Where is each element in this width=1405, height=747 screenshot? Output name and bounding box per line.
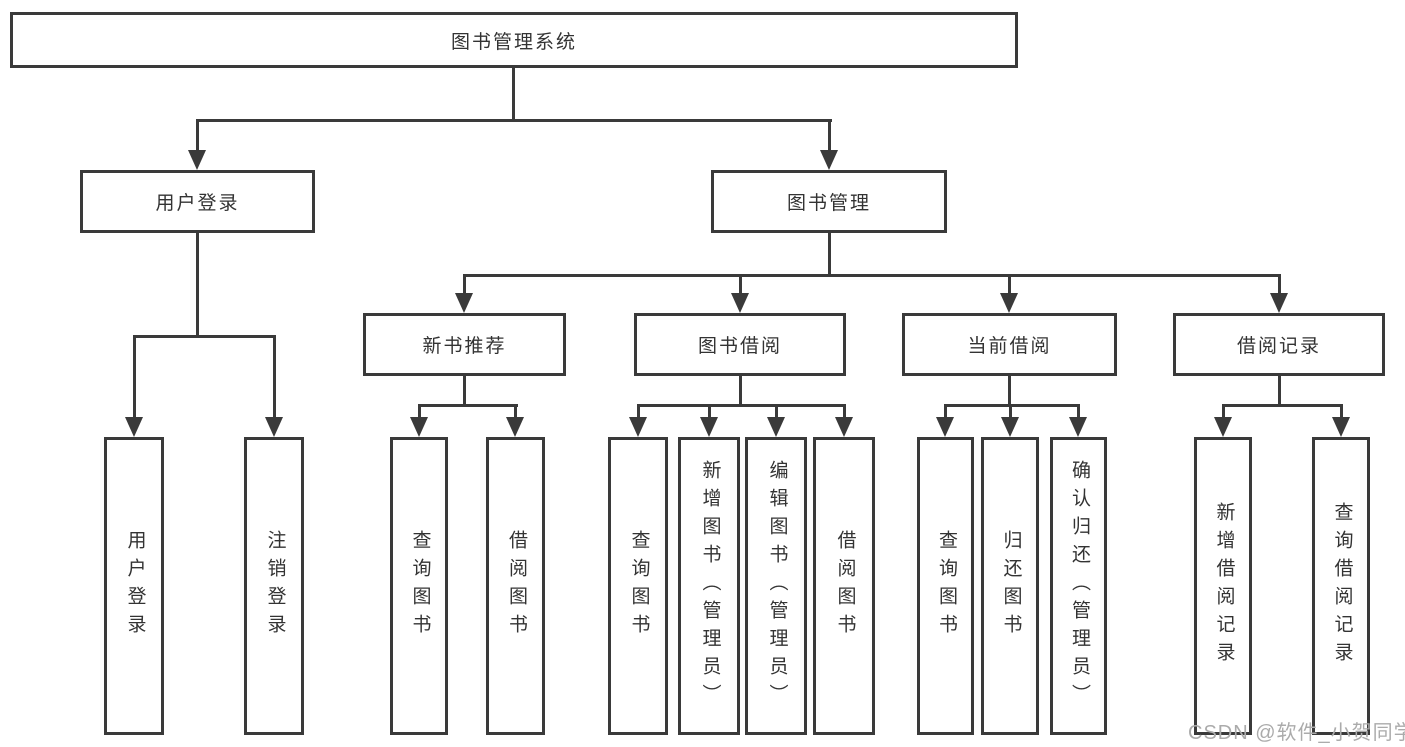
leaf-return-books-label: 归还图书: [1000, 530, 1022, 642]
leaf-query-books-borrowing-label: 查询图书: [628, 530, 650, 642]
leaf-query-books-current: 查询图书: [917, 437, 974, 735]
connector-line: [944, 404, 1080, 407]
leaf-query-borrow-record-label: 查询借阅记录: [1331, 502, 1353, 670]
arrowhead-down-icon: [700, 417, 718, 437]
node-new-book-recommend-label: 新书推荐: [422, 336, 507, 357]
connector-line: [512, 68, 515, 122]
connector-line: [463, 274, 1281, 277]
leaf-logout-label: 注销登录: [264, 530, 286, 642]
leaf-query-books-borrowing: 查询图书: [608, 437, 668, 735]
node-book-borrowing-label: 图书借阅: [697, 336, 782, 357]
arrowhead-down-icon: [455, 293, 473, 313]
connector-line: [514, 407, 517, 418]
leaf-query-books-current-label: 查询图书: [935, 530, 957, 642]
connector-line: [418, 404, 518, 407]
node-borrowing-records-label: 借阅记录: [1236, 336, 1321, 357]
leaf-query-borrow-record: 查询借阅记录: [1312, 437, 1370, 735]
arrowhead-down-icon: [1332, 417, 1350, 437]
connector-line: [273, 338, 276, 418]
node-user-login-label: 用户登录: [155, 193, 240, 214]
connector-line: [1340, 407, 1343, 418]
node-book-borrowing: 图书借阅: [634, 313, 846, 376]
arrowhead-down-icon: [1001, 417, 1019, 437]
leaf-edit-books-admin-label: 编辑图书（管理员）: [766, 460, 788, 712]
node-library-system: 图书管理系统: [10, 12, 1018, 68]
arrowhead-down-icon: [767, 417, 785, 437]
connector-line: [133, 335, 276, 338]
arrowhead-down-icon: [265, 417, 283, 437]
leaf-add-books-admin: 新增图书（管理员）: [678, 437, 740, 735]
connector-line: [1278, 376, 1281, 406]
arrowhead-down-icon: [1270, 293, 1288, 313]
leaf-query-books-recommend-label: 查询图书: [409, 530, 431, 642]
leaf-borrow-books-label: 借阅图书: [834, 530, 856, 642]
connector-line: [843, 407, 846, 418]
connector-line: [1278, 277, 1281, 294]
connector-line: [196, 122, 199, 150]
connector-line: [828, 122, 831, 150]
connector-line: [828, 233, 831, 277]
arrowhead-down-icon: [410, 417, 428, 437]
connector-line: [775, 407, 778, 418]
leaf-return-books: 归还图书: [981, 437, 1039, 735]
node-current-borrowing: 当前借阅: [902, 313, 1117, 376]
connector-line: [739, 376, 742, 406]
arrowhead-down-icon: [506, 417, 524, 437]
connector-line: [1077, 407, 1080, 418]
node-user-login: 用户登录: [80, 170, 315, 233]
connector-line: [1008, 376, 1011, 406]
arrowhead-down-icon: [125, 417, 143, 437]
connector-line: [418, 407, 421, 418]
leaf-logout: 注销登录: [244, 437, 304, 735]
connector-line: [1222, 407, 1225, 418]
arrowhead-down-icon: [1214, 417, 1232, 437]
connector-line: [1009, 407, 1012, 418]
arrowhead-down-icon: [835, 417, 853, 437]
arrowhead-down-icon: [820, 150, 838, 170]
arrowhead-down-icon: [1069, 417, 1087, 437]
node-book-management-label: 图书管理: [786, 193, 871, 214]
connector-line: [1222, 404, 1343, 407]
arrowhead-down-icon: [629, 417, 647, 437]
connector-line: [1008, 277, 1011, 294]
node-current-borrowing-label: 当前借阅: [967, 336, 1052, 357]
arrowhead-down-icon: [936, 417, 954, 437]
leaf-add-books-admin-label: 新增图书（管理员）: [699, 460, 721, 712]
leaf-borrow-books-recommend-label: 借阅图书: [505, 530, 527, 642]
leaf-confirm-return-admin: 确认归还（管理员）: [1050, 437, 1107, 735]
node-borrowing-records: 借阅记录: [1173, 313, 1385, 376]
leaf-add-borrow-record-label: 新增借阅记录: [1213, 502, 1235, 670]
leaf-user-login-label: 用户登录: [124, 530, 146, 642]
node-new-book-recommend: 新书推荐: [363, 313, 566, 376]
leaf-borrow-books-recommend: 借阅图书: [486, 437, 545, 735]
connector-line: [708, 407, 711, 418]
leaf-confirm-return-admin-label: 确认归还（管理员）: [1068, 460, 1090, 712]
connector-line: [133, 338, 136, 418]
watermark: CSDN @软件_小贺同学: [1188, 722, 1405, 744]
arrowhead-down-icon: [731, 293, 749, 313]
node-book-management: 图书管理: [711, 170, 947, 233]
arrowhead-down-icon: [188, 150, 206, 170]
connector-line: [196, 233, 199, 337]
leaf-query-books-recommend: 查询图书: [390, 437, 448, 735]
connector-line: [739, 277, 742, 294]
leaf-user-login: 用户登录: [104, 437, 164, 735]
node-library-system-label: 图书管理系统: [450, 31, 577, 53]
leaf-add-borrow-record: 新增借阅记录: [1194, 437, 1252, 735]
leaf-borrow-books: 借阅图书: [813, 437, 875, 735]
leaf-edit-books-admin: 编辑图书（管理员）: [745, 437, 807, 735]
connector-line: [463, 376, 466, 406]
arrowhead-down-icon: [1000, 293, 1018, 313]
connector-line: [463, 277, 466, 294]
connector-line: [637, 407, 640, 418]
connector-line: [637, 404, 846, 407]
connector-line: [196, 119, 832, 122]
connector-line: [944, 407, 947, 418]
